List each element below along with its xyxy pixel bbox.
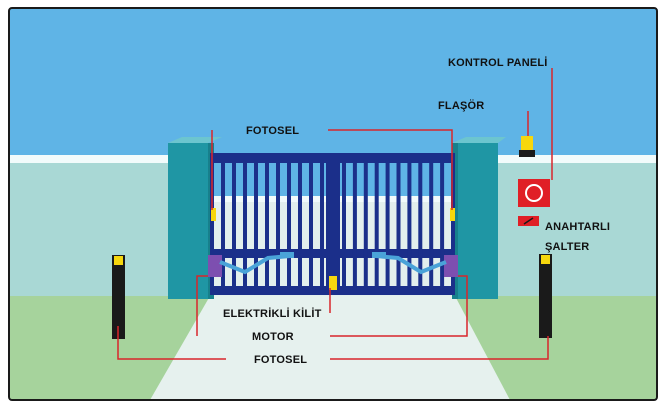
leader-motor-left: [196, 275, 208, 336]
left-photocell-post: [112, 255, 125, 339]
left-gate-bar: [309, 160, 313, 290]
gate: [210, 153, 455, 295]
control-panel: [518, 179, 550, 207]
leader-fotosel-bottom-right: [330, 336, 549, 360]
left-motor: [208, 252, 294, 277]
right-gate-bar: [352, 160, 357, 290]
right-motor: [372, 252, 458, 277]
right-gate-bar: [429, 160, 434, 290]
left-gate-bar: [265, 160, 269, 290]
key-switch: [518, 216, 539, 226]
label-anahtarli: ANAHTARLI: [545, 221, 610, 233]
right-photocell-post: [539, 254, 552, 338]
leader-motor-right: [330, 275, 468, 337]
label-motor: MOTOR: [252, 331, 294, 343]
label-flasor: FLAŞÖR: [438, 99, 484, 112]
right-gate-leaf: [340, 153, 455, 295]
label-kontrol-paneli: KONTROL PANELİ: [448, 56, 548, 69]
right-gate-bar: [374, 160, 379, 290]
right-gate-bar: [418, 160, 423, 290]
right-gate-bar: [363, 160, 368, 290]
leader-fotosel-top-right: [328, 129, 453, 210]
right-gate-bar: [451, 160, 455, 290]
left-pillar-photocell: [211, 208, 216, 221]
right-gate-bar: [440, 160, 445, 290]
right-pillar-photocell: [450, 208, 455, 221]
left-gate-bar: [210, 160, 214, 290]
flasher-lamp: [519, 136, 535, 157]
left-gate-leaf: [210, 153, 326, 295]
label-elektrikli-kilit: ELEKTRİKLİ KİLİT: [223, 307, 322, 320]
gate-center-post: [326, 153, 340, 295]
left-pillar: [168, 137, 222, 299]
right-pillar: [452, 137, 506, 299]
label-fotosel-bottom: FOTOSEL: [254, 354, 307, 366]
right-gate-bar: [385, 160, 390, 290]
right-gate-bar: [396, 160, 401, 290]
left-gate-bar: [254, 160, 258, 290]
right-gate-bar: [407, 160, 412, 290]
leader-fotosel-bottom-left: [117, 326, 226, 360]
left-gate-bar: [287, 160, 291, 290]
label-salter: ŞALTER: [545, 241, 589, 253]
right-gate-bar: [342, 160, 346, 290]
diagram-frame: [8, 7, 658, 401]
left-gate-bar: [320, 160, 324, 290]
driveway: [150, 296, 510, 400]
left-gate-bar: [243, 160, 247, 290]
left-gate-bar: [298, 160, 302, 290]
left-gate-bar: [276, 160, 280, 290]
leader-lines: [117, 68, 553, 360]
left-gate-bar: [232, 160, 236, 290]
left-gate-bar: [221, 160, 225, 290]
label-fotosel-top: FOTOSEL: [246, 125, 299, 137]
electric-lock: [329, 276, 337, 290]
